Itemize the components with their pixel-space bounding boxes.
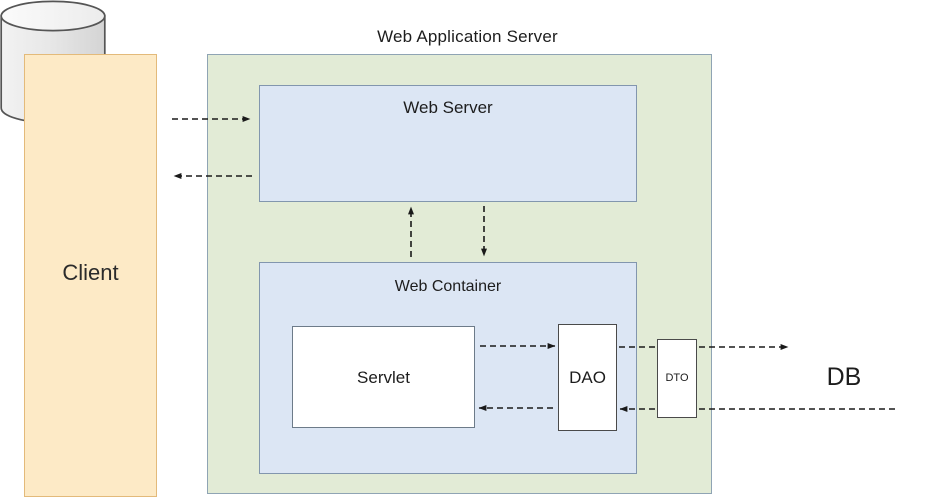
db-label: DB bbox=[826, 363, 862, 391]
dto-box[interactable] bbox=[657, 339, 697, 418]
client-box[interactable] bbox=[24, 54, 157, 497]
web-container-label: Web Container bbox=[394, 278, 502, 295]
client-label: Client bbox=[62, 260, 119, 285]
web-server-label: Web Server bbox=[403, 98, 493, 117]
servlet-box[interactable] bbox=[292, 326, 475, 428]
servlet-label: Servlet bbox=[357, 368, 410, 387]
dao-label: DAO bbox=[569, 368, 606, 387]
was-title-label: Web Application Server bbox=[377, 27, 558, 46]
dao-box[interactable] bbox=[558, 324, 617, 431]
dto-label: DTO bbox=[665, 372, 689, 384]
web-server-box[interactable] bbox=[259, 85, 637, 202]
